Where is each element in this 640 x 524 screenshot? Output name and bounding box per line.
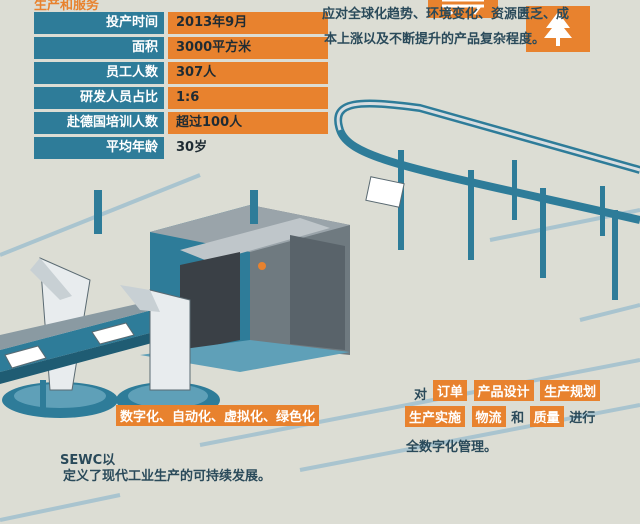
highlight-tags: 数字化、自动化、虚拟化、绿色化 (115, 405, 320, 426)
tag-row-1: 订单 产品设计 生产规划 (432, 380, 601, 401)
intro-paragraph: 应对全球化趋势、环境变化、资源匮乏、成 本上涨以及不断提升的产品复杂程度。 (322, 2, 622, 52)
stat-value: 30岁 (176, 140, 208, 155)
highlight-tag: 生产实施 (405, 406, 466, 427)
shelf-icon (428, 0, 498, 18)
stat-value: 2013年9月 (168, 12, 328, 34)
management-line: 全数字化管理。 (406, 440, 498, 455)
highlight-tag: 产品设计 (473, 380, 534, 401)
stat-value: 1:6 (168, 87, 328, 109)
stat-value: 超过100人 (168, 112, 328, 134)
stat-row: 面积 3000平方米 (34, 37, 328, 59)
highlight-tag: 数字化、自动化、虚拟化、绿色化 (116, 405, 320, 426)
stat-label: 赴德国培训人数 (34, 112, 164, 134)
text-dui: 对 (414, 388, 428, 403)
section-heading: 生产和服务 (34, 0, 100, 13)
stat-label: 投产时间 (34, 12, 164, 34)
text-he: 和 (511, 411, 525, 426)
stat-label: 面积 (34, 37, 164, 59)
stat-label: 平均年龄 (34, 137, 164, 159)
stat-label: 员工人数 (34, 62, 164, 84)
highlight-tag: 质量 (529, 406, 564, 427)
paragraph-line: 本上涨以及不断提升的产品复杂程度。 (324, 32, 546, 47)
text-jinxing: 进行 (569, 411, 596, 426)
highlight-tag: 物流 (471, 406, 506, 427)
paragraph-line: 应对全球化趋势、环境变化、资源匮乏、成 (322, 7, 570, 22)
stat-label: 研发人员占比 (34, 87, 164, 109)
board-post (250, 190, 258, 224)
stat-row: 投产时间 2013年9月 (34, 12, 328, 34)
stat-row: 赴德国培训人数 超过100人 (34, 112, 328, 134)
stats-board: 投产时间 2013年9月 面积 3000平方米 员工人数 307人 研发人员占比… (34, 4, 328, 182)
tag-row-2: 生产实施 物流 和 质量 进行 (404, 406, 595, 427)
stat-value: 3000平方米 (168, 37, 328, 59)
stat-row: 研发人员占比 1:6 (34, 87, 328, 109)
highlight-tag: 订单 (433, 380, 468, 401)
floor-guide-lines (0, 173, 640, 522)
stat-row: 平均年龄 30岁 (34, 137, 296, 159)
mission-line: 定义了现代工业生产的可持续发展。 (63, 469, 272, 484)
mission-prefix: SEWC以 (60, 453, 116, 468)
hanging-card (365, 176, 405, 208)
stat-value: 307人 (168, 62, 328, 84)
board-post (94, 190, 102, 234)
tree-icon (526, 6, 590, 52)
highlight-tag: 生产规划 (540, 380, 601, 401)
stat-row: 员工人数 307人 (34, 62, 328, 84)
